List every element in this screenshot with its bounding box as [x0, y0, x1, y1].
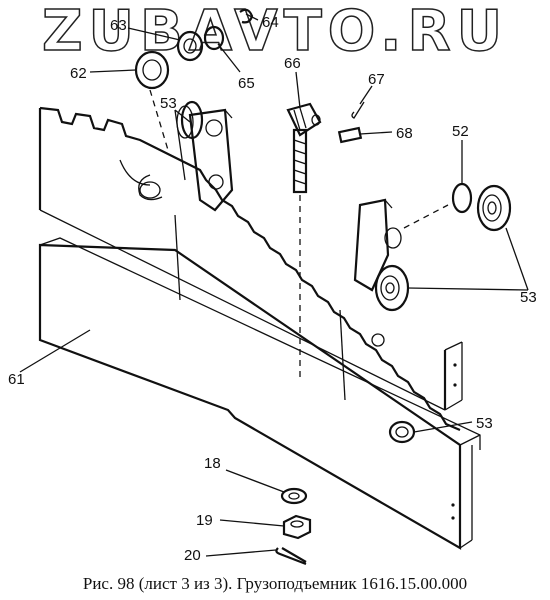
- label-61: 61: [8, 371, 25, 388]
- label-63: 63: [110, 17, 127, 34]
- label-19: 19: [196, 512, 213, 529]
- label-65: 65: [238, 75, 255, 92]
- screw-66: [286, 102, 322, 194]
- toothed-rail: [38, 106, 463, 432]
- label-53-left: 53: [160, 95, 177, 112]
- label-64: 64: [262, 14, 279, 31]
- figure-caption: Рис. 98 (лист 3 из 3). Грузоподъемник 16…: [82, 574, 468, 593]
- clip-64: [239, 8, 254, 24]
- left-bracket: [119, 100, 234, 212]
- washer-18: [280, 487, 308, 505]
- axis-line-52: [403, 204, 449, 229]
- label-53-right: 53: [520, 289, 537, 306]
- label-66: 66: [284, 55, 301, 72]
- bearing-53-right: [476, 184, 512, 232]
- label-67: 67: [368, 71, 385, 88]
- label-68: 68: [396, 125, 413, 142]
- pin-68: [337, 126, 363, 144]
- ring-65: [203, 25, 225, 51]
- front-plate: [38, 237, 481, 550]
- cotter-pin-20: [275, 547, 307, 566]
- bearing-62: [134, 50, 170, 90]
- label-62: 62: [70, 65, 87, 82]
- leader-lines: [19, 13, 529, 557]
- collar-63: [176, 30, 204, 62]
- pin-67: [351, 101, 365, 119]
- callout-labels: 61 62 63 64 65 66 67 68 52 53 53 53 18 1…: [8, 14, 537, 564]
- label-18: 18: [204, 455, 221, 472]
- right-bracket: [353, 198, 410, 347]
- label-20: 20: [184, 547, 201, 564]
- label-53-lower: 53: [476, 415, 493, 432]
- watermark: ZUBAVTO.RU: [41, 0, 509, 64]
- lower-roller: [388, 420, 416, 444]
- nut-19: [282, 514, 312, 540]
- washer-52: [451, 182, 473, 214]
- label-52: 52: [452, 123, 469, 140]
